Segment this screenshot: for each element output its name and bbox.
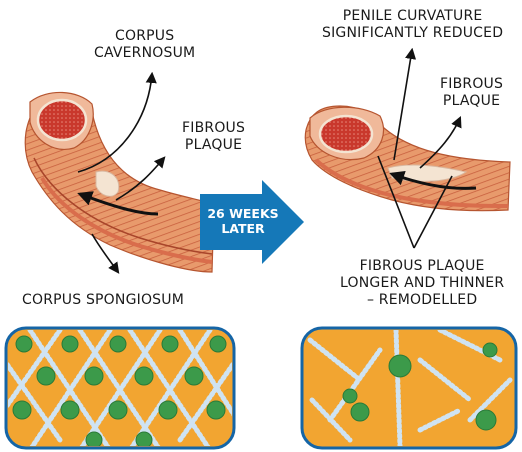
remodelled-note-line-1: FIBROUS PLAQUE	[340, 258, 504, 275]
fibrous-plaque-left-line-1: FIBROUS	[182, 120, 245, 137]
fibrous-plaque-left-line-2: PLAQUE	[182, 137, 245, 154]
after-cross-section	[320, 116, 372, 152]
transition-arrow-line-1: 26 WEEKS	[204, 206, 282, 221]
after-collagen-panel	[302, 328, 516, 448]
remodelled-note-line-3: – REMODELLED	[340, 292, 504, 309]
transition-arrow-line-2: LATER	[204, 221, 282, 236]
curvature-note-line-1: PENILE CURVATURE	[322, 8, 503, 25]
curvature-note-line-2: SIGNIFICANTLY REDUCED	[322, 25, 503, 42]
remodelled-note-line-2: LONGER AND THINNER	[340, 275, 504, 292]
corpus-cavernosum-label: CORPUS CAVERNOSUM	[94, 28, 195, 62]
transition-arrow-label: 26 WEEKS LATER	[204, 206, 282, 236]
curvature-note-label: PENILE CURVATURE SIGNIFICANTLY REDUCED	[322, 8, 503, 42]
corpus-cavernosum-line-2: CAVERNOSUM	[94, 45, 195, 62]
after-anatomy-illustration	[305, 106, 510, 211]
corpus-spongiosum-label: CORPUS SPONGIOSUM	[22, 292, 184, 309]
corpus-cavernosum-line-1: CORPUS	[94, 28, 195, 45]
before-cross-section	[38, 100, 86, 140]
fibrous-plaque-right-line-2: PLAQUE	[440, 93, 503, 110]
remodelled-note-label: FIBROUS PLAQUE LONGER AND THINNER – REMO…	[340, 258, 504, 309]
before-collagen-panel	[0, 328, 250, 450]
fibrous-plaque-right-label: FIBROUS PLAQUE	[440, 76, 503, 110]
fibrous-plaque-left-label: FIBROUS PLAQUE	[182, 120, 245, 154]
fibrous-plaque-right-line-1: FIBROUS	[440, 76, 503, 93]
